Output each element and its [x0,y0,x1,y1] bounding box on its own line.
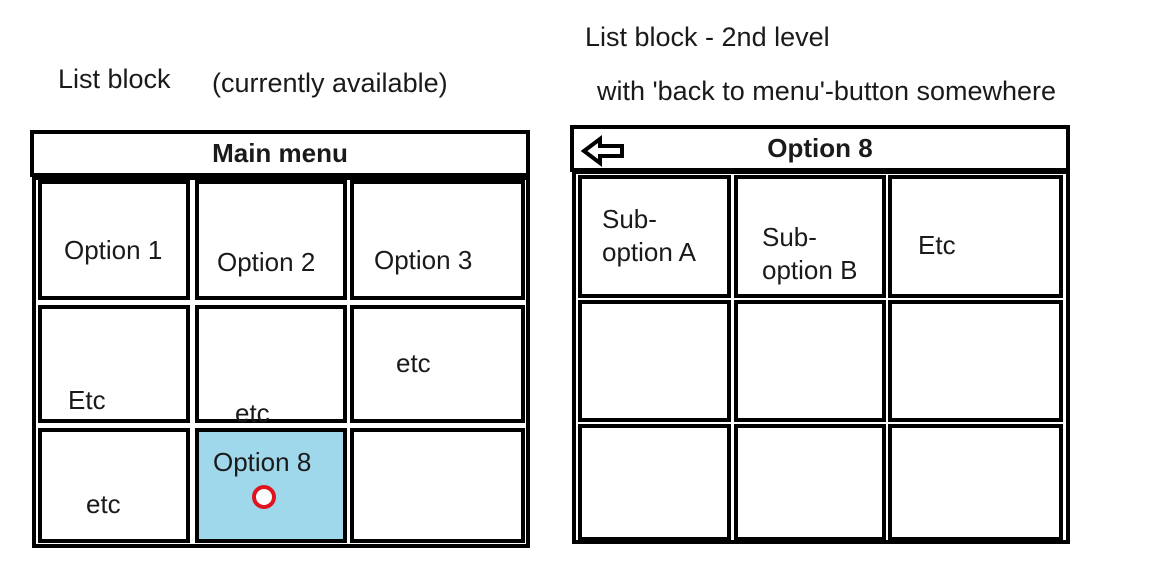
submenu-cell-label: Sub- option B [762,222,858,285]
back-to-menu-button[interactable] [580,135,626,167]
menu-cell-label: Option 2 [217,247,316,277]
click-cursor-icon [252,485,276,509]
submenu-cell-empty[interactable] [578,300,731,422]
menu-cell-option-1[interactable]: Option 1 [38,180,190,300]
submenu-cell-label: Sub- option A [602,204,696,267]
menu-cell-option-2[interactable]: Option 2 [195,180,347,300]
submenu-cell-etc[interactable]: Etc [888,175,1063,298]
submenu-cell-sub-option-b[interactable]: Sub- option B [734,175,886,298]
left-arrow-icon [580,135,624,167]
menu-cell-label: Etc [68,385,106,415]
main-menu-header: Main menu [30,130,530,177]
caption-back-button-note: with 'back to menu'-button somewhere [597,76,1057,106]
submenu-cell-empty[interactable] [734,424,886,541]
submenu-cell-sub-option-a[interactable]: Sub- option A [578,175,731,298]
menu-cell-etc-3[interactable]: etc [350,305,525,423]
caption-currently-available: (currently available) [212,68,448,98]
submenu-cell-empty[interactable] [888,424,1063,541]
submenu-cell-label: Etc [918,230,956,260]
menu-cell-etc-4[interactable]: etc [38,428,190,543]
menu-cell-option-3[interactable]: Option 3 [350,180,525,300]
caption-second-level: List block - 2nd level [585,22,830,52]
main-menu-title: Main menu [212,138,348,168]
menu-cell-label: Option 1 [64,235,163,265]
submenu-title: Option 8 [767,133,873,163]
menu-cell-etc-1[interactable]: Etc [38,305,190,423]
submenu-cell-empty[interactable] [888,300,1063,422]
menu-cell-etc-2[interactable]: etc [195,305,347,428]
menu-cell-empty[interactable] [350,428,525,543]
menu-cell-label: etc [86,489,121,519]
submenu-cell-empty[interactable] [734,300,886,422]
submenu-header: Option 8 [570,125,1070,172]
menu-cell-label: etc [235,398,270,428]
menu-cell-label: Option 3 [374,245,473,275]
menu-cell-label: etc [396,348,431,378]
menu-cell-label: Option 8 [213,447,312,477]
menu-cell-option-8[interactable]: Option 8 [195,428,347,543]
submenu-cell-empty[interactable] [578,424,731,541]
caption-list-block: List block [58,64,171,94]
